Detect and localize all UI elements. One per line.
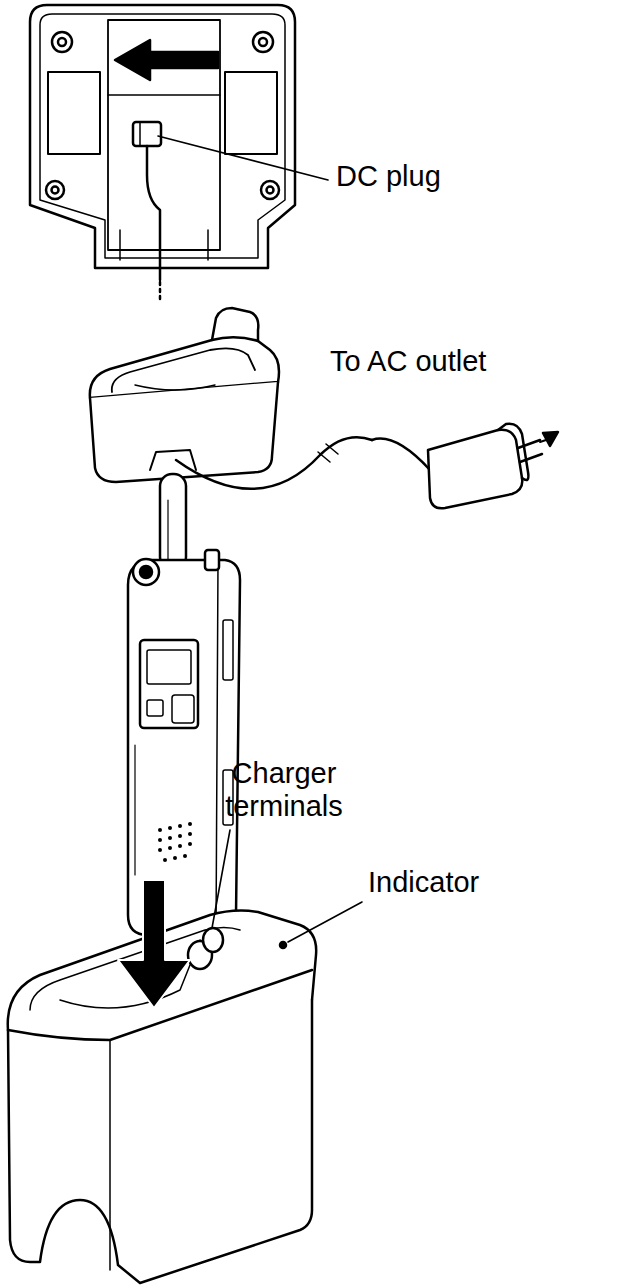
callout-label: DC plug (336, 160, 441, 193)
leader-line (158, 136, 328, 180)
callout-label: Indicator (368, 866, 479, 899)
leader-line (212, 830, 230, 928)
leader-line (288, 902, 362, 942)
charger-underside (30, 5, 328, 300)
slide-arrow (115, 40, 218, 80)
radio-and-cradle (8, 474, 362, 1283)
callout-label: Charger terminals (214, 757, 354, 824)
charger-cradle (90, 308, 558, 508)
insert-arrow (118, 880, 190, 1008)
callout-label: To AC outlet (330, 345, 486, 378)
